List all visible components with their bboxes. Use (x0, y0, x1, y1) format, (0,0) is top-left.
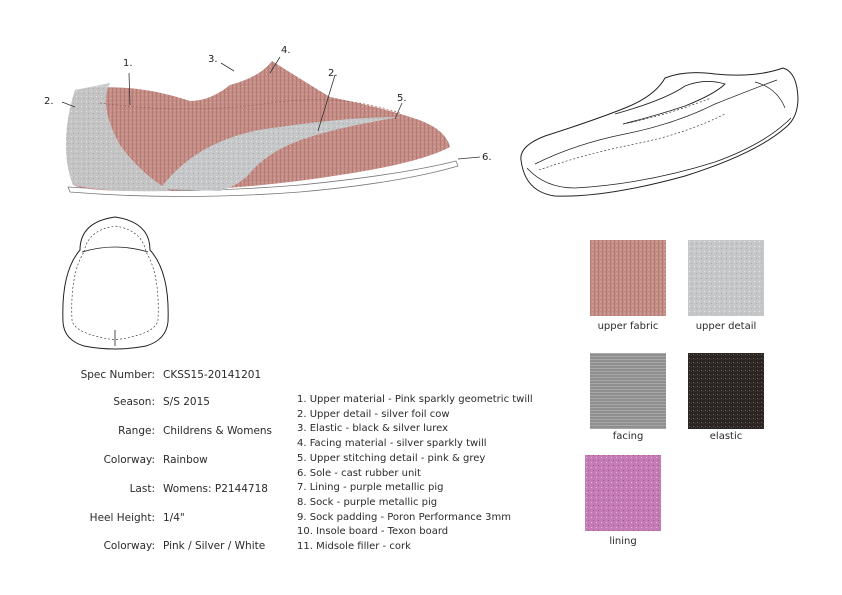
spec-row: Spec Number: CKSS15-20141201 (60, 369, 320, 385)
spec-label: Spec Number: (80, 369, 155, 381)
material-item: 6. Sole - cast rubber unit (297, 467, 421, 479)
spec-label: Season: (113, 396, 155, 408)
spec-label: Range: (118, 425, 155, 437)
swatch-label: lining (609, 536, 637, 547)
spec-value: CKSS15-20141201 (163, 369, 262, 381)
spec-value: Rainbow (163, 454, 208, 466)
swatch-label: upper detail (695, 321, 757, 332)
callout-1: 1. (123, 58, 133, 69)
spec-row: Colorway: Rainbow (60, 454, 320, 470)
material-item: 3. Elastic - black & silver lurex (297, 423, 449, 435)
spec-value: Pink / Silver / White (163, 540, 266, 552)
spec-label: Colorway: (103, 454, 155, 466)
material-item: 2. Upper detail - silver foil cow (297, 408, 450, 420)
material-item: 11. Midsole filler - cork (297, 541, 411, 553)
spec-label: Last: (129, 483, 155, 495)
spec-value: S/S 2015 (163, 396, 210, 408)
shoe-perspective-drawing (520, 67, 799, 197)
spec-row: Range: Childrens & Womens (60, 425, 320, 441)
spec-row: Season: S/S 2015 (60, 396, 320, 412)
material-item: 8. Sock - purple metallic pig (297, 496, 438, 508)
callout-2-right: 2. (328, 68, 338, 79)
callout-3: 3. (208, 54, 218, 65)
spec-row: Heel Height: 1/4" (60, 512, 320, 528)
spec-value: Womens: P2144718 (163, 483, 268, 495)
material-item: 9. Sock padding - Poron Performance 3mm (297, 511, 511, 523)
material-item: 1. Upper material - Pink sparkly geometr… (297, 394, 533, 405)
swatch-label: facing (612, 431, 644, 442)
callout-5: 5. (397, 93, 407, 104)
spec-label: Colorway: (103, 540, 155, 552)
shoe-back-drawing (62, 216, 169, 350)
material-item: 4. Facing material - silver sparkly twil… (297, 438, 487, 450)
swatch-facing (590, 353, 666, 429)
spec-row: Last: Womens: P2144718 (60, 483, 320, 499)
swatch-upper-fabric (590, 240, 666, 316)
material-item: 10. Insole board - Texon board (297, 526, 449, 538)
swatch-label: elastic (709, 431, 743, 442)
spec-row: Colorway: Pink / Silver / White (60, 540, 320, 556)
callout-2-left: 2. (44, 96, 54, 107)
callout-6: 6. (482, 152, 492, 163)
swatch-label: upper fabric (597, 321, 659, 332)
spec-label: Heel Height: (89, 512, 155, 524)
material-item: 5. Upper stitching detail - pink & grey (297, 452, 486, 464)
material-item: 7. Lining - purple metallic pig (297, 482, 444, 494)
spec-value: Childrens & Womens (163, 425, 273, 437)
swatch-upper-detail (688, 240, 764, 316)
callout-4: 4. (281, 45, 291, 56)
shoe-side-view (61, 56, 481, 197)
swatch-lining (585, 455, 661, 531)
spec-value: 1/4" (163, 512, 185, 524)
materials-list: 1. Upper material - Pink sparkly geometr… (297, 393, 533, 555)
swatch-elastic (688, 353, 764, 429)
